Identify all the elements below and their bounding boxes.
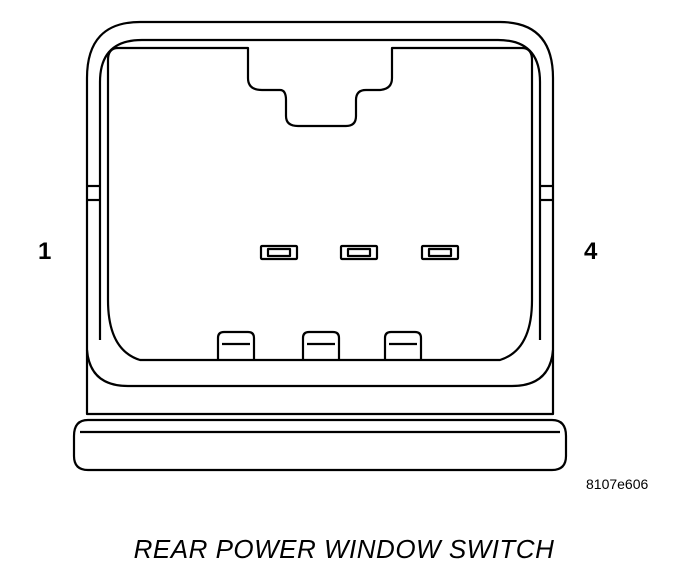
terminal-slot-2 [339, 244, 379, 261]
locking-tab-3 [383, 330, 423, 360]
locking-tab-1 [216, 330, 256, 360]
connector-lower-shoulder [85, 349, 555, 388]
connector-outer-body [85, 20, 555, 416]
pin-1-label: 1 [38, 238, 52, 265]
locking-tab-2 [301, 330, 341, 360]
figure-code: 8107e606 [586, 476, 649, 492]
diagram-caption: REAR POWER WINDOW SWITCH [133, 534, 555, 564]
terminal-slot-1 [259, 244, 299, 261]
pin-4-label: 4 [584, 238, 598, 265]
connector-base-plate [72, 418, 568, 472]
connector-cavity [106, 46, 534, 362]
terminal-slot-3 [420, 244, 460, 261]
connector-inner-rim [98, 38, 542, 340]
